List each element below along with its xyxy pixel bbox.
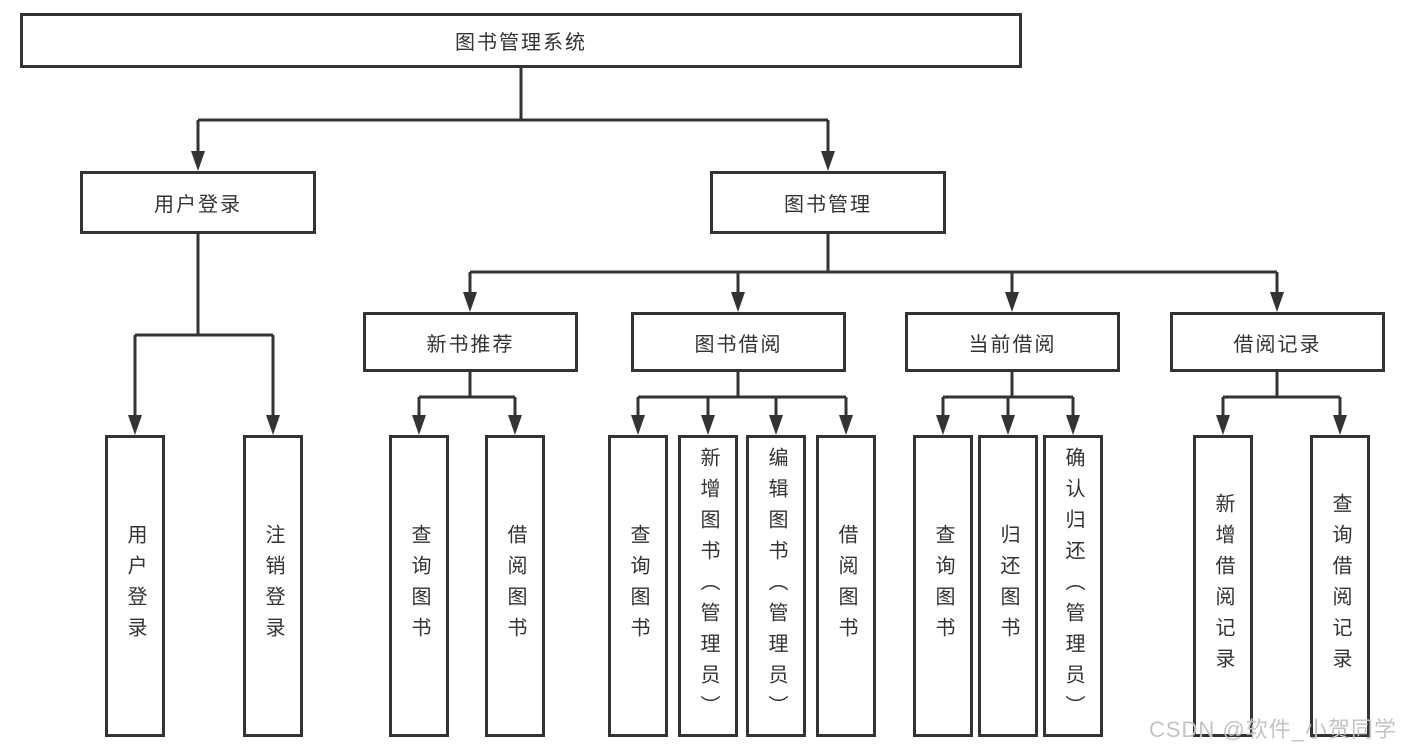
node-user-login: 用户登录 xyxy=(80,171,316,234)
node-library-management-system: 图书管理系统 xyxy=(20,13,1022,68)
node-book-borrowing: 图书借阅 xyxy=(631,312,846,372)
node-new-book-recommend: 新书推荐 xyxy=(363,312,578,372)
arrowheads xyxy=(128,151,1347,435)
leaf-query-books-recommend: 查询图书 xyxy=(389,435,449,737)
leaf-query-books-borrowing: 查询图书 xyxy=(608,435,668,737)
leaf-borrow-books: 借阅图书 xyxy=(816,435,876,737)
node-borrowing-records: 借阅记录 xyxy=(1170,312,1385,372)
leaf-logout: 注销登录 xyxy=(243,435,303,737)
leaf-edit-book-admin: 编辑图书（管理员） xyxy=(746,435,806,737)
node-current-borrowing: 当前借阅 xyxy=(905,312,1120,372)
leaf-add-book-admin: 新增图书（管理员） xyxy=(678,435,738,737)
leaf-borrow-books-recommend: 借阅图书 xyxy=(485,435,545,737)
leaf-query-books-current: 查询图书 xyxy=(913,435,973,737)
leaf-add-borrow-record: 新增借阅记录 xyxy=(1193,435,1253,737)
node-book-management: 图书管理 xyxy=(710,171,946,234)
csdn-watermark: CSDN @软件_小贺同学 xyxy=(1148,717,1397,742)
leaf-user-login: 用户登录 xyxy=(105,435,165,737)
leaf-return-book: 归还图书 xyxy=(978,435,1038,737)
leaf-confirm-return-admin: 确认归还（管理员） xyxy=(1043,435,1103,737)
leaf-query-borrow-record: 查询借阅记录 xyxy=(1310,435,1370,737)
